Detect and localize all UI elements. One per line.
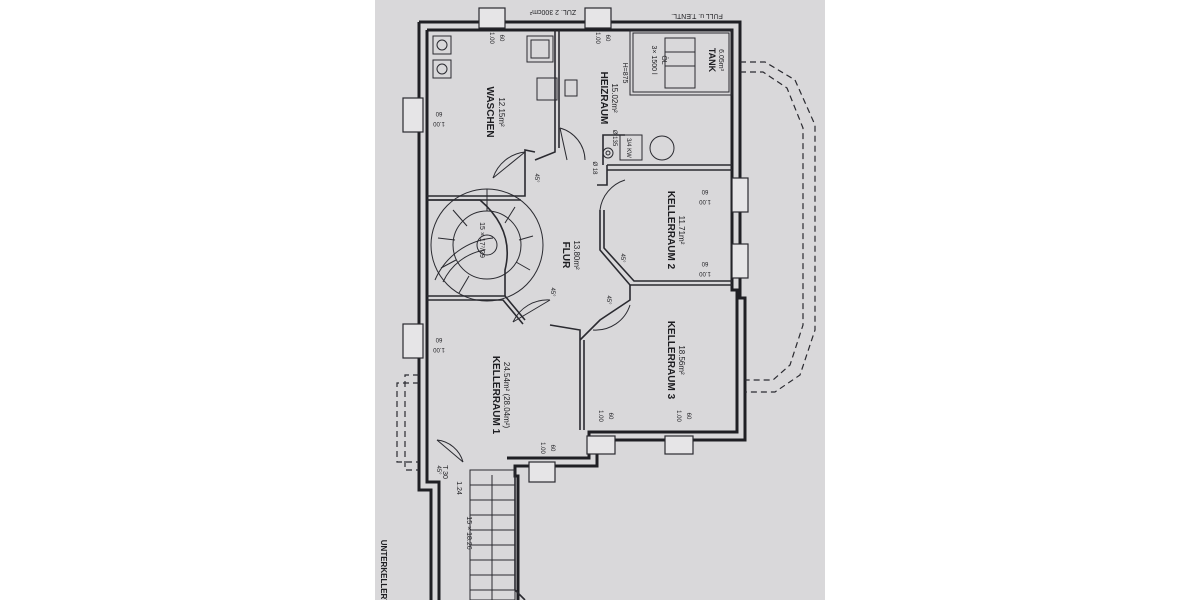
- note-bottom-edge: UNTERKELLERT: [379, 540, 388, 600]
- svg-text:H=875: H=875: [621, 63, 628, 84]
- window-dim-top-1: 1.00 60: [488, 32, 504, 44]
- bay-outline-left-inner: [396, 382, 419, 463]
- svg-text:60: 60: [701, 188, 708, 194]
- svg-text:TANK: TANK: [707, 48, 717, 73]
- svg-text:KELLERRAUM 3: KELLERRAUM 3: [665, 321, 676, 400]
- svg-text:HEIZRAUM: HEIZRAUM: [598, 72, 609, 125]
- door-angle-4: 45°: [619, 253, 625, 263]
- room-label-kellerraum-2: KELLERRAUM 2 11.71m²: [665, 191, 686, 270]
- svg-text:15.02m²: 15.02m²: [610, 83, 619, 113]
- svg-text:60: 60: [604, 35, 610, 42]
- svg-text:1.00: 1.00: [539, 442, 545, 454]
- spiral-staircase: [427, 188, 544, 302]
- note-pipe-1: Ø 135: [611, 130, 617, 147]
- doors: [436, 127, 631, 463]
- svg-text:1.00: 1.00: [597, 410, 603, 422]
- door-angle-5: 45°: [435, 465, 441, 475]
- svg-text:12.15m²: 12.15m²: [497, 97, 506, 127]
- window-dim-left-2: 60 1.00: [433, 336, 445, 352]
- svg-text:WASCHEN: WASCHEN: [484, 86, 495, 137]
- svg-text:1.00: 1.00: [433, 346, 445, 352]
- note-top-right: FULL u. T.ENTL.: [671, 12, 723, 19]
- window-dim-bottom-2: 1.00 60: [597, 410, 613, 422]
- note-pipe-2: Ø 18: [591, 161, 597, 175]
- svg-text:FULL u. T.ENTL.: FULL u. T.ENTL.: [671, 12, 723, 19]
- svg-text:60: 60: [498, 35, 504, 42]
- svg-text:60: 60: [435, 336, 442, 342]
- svg-text:1.00: 1.00: [675, 410, 681, 422]
- svg-text:KELLERRAUM 1: KELLERRAUM 1: [490, 356, 501, 435]
- floor-plan-sheet: WASCHEN 12.15m² HEIZRAUM 15.02m² H=875 F…: [375, 0, 825, 600]
- svg-text:FLUR: FLUR: [560, 242, 571, 269]
- interior-walls: [427, 30, 732, 430]
- window-dim-right-1: 60 1.00: [699, 188, 711, 204]
- svg-text:ÖL: ÖL: [660, 55, 668, 64]
- note-top-left: ZUL. 2 300cm²: [529, 8, 576, 15]
- svg-text:18.56m²: 18.56m²: [677, 345, 686, 375]
- note-stair-main: 15 × 17⁷/29: [478, 222, 485, 258]
- svg-text:45°: 45°: [533, 173, 539, 183]
- tank-label: TANK 6.05m³: [707, 48, 724, 73]
- side-staircase: [469, 469, 516, 600]
- svg-text:11.71m²: 11.71m²: [677, 216, 686, 245]
- svg-text:60: 60: [701, 260, 708, 266]
- room-label-heizraum: HEIZRAUM 15.02m² H=875: [598, 63, 628, 125]
- svg-text:1.24: 1.24: [455, 481, 462, 495]
- svg-text:3× 1500 l: 3× 1500 l: [650, 46, 657, 75]
- exterior-walls: [417, 20, 747, 600]
- svg-text:3/4 KW: 3/4 KW: [625, 138, 631, 158]
- room-label-flur: FLUR 13.80m²: [560, 240, 581, 270]
- svg-text:UNTERKELLERT: UNTERKELLERT: [379, 540, 388, 600]
- window-dim-right-2: 60 1.00: [699, 260, 711, 276]
- room-label-waschen: WASCHEN 12.15m²: [484, 86, 506, 137]
- svg-text:1.00: 1.00: [433, 120, 445, 126]
- svg-text:1.00: 1.00: [488, 32, 494, 44]
- svg-text:60: 60: [607, 413, 613, 420]
- svg-text:24.54m² (28.04m²): 24.54m² (28.04m²): [502, 362, 511, 429]
- window-dim-top-2: 1.00 60: [594, 32, 610, 44]
- svg-text:Ø 18: Ø 18: [591, 161, 597, 175]
- svg-text:KELLERRAUM 2: KELLERRAUM 2: [665, 191, 676, 270]
- bay-outline-right: [740, 61, 816, 393]
- svg-text:T 30: T 30: [441, 465, 448, 479]
- door-angle-3: 45°: [605, 295, 611, 305]
- svg-text:Ø 135: Ø 135: [611, 130, 617, 147]
- svg-text:1.00: 1.00: [699, 270, 711, 276]
- svg-text:1.00: 1.00: [594, 32, 600, 44]
- window-dim-bottom-3: 1.00 60: [675, 410, 691, 422]
- svg-text:6.05m³: 6.05m³: [717, 49, 724, 71]
- svg-text:ZUL. 2 300cm²: ZUL. 2 300cm²: [529, 8, 576, 15]
- floor-plan-drawing: WASCHEN 12.15m² HEIZRAUM 15.02m² H=875 F…: [379, 7, 816, 600]
- svg-text:45°: 45°: [549, 287, 555, 297]
- window-dim-left-1: 60 1.00: [433, 110, 445, 126]
- note-door-t30: T 30: [441, 465, 448, 479]
- window-dim-bottom-1: 1.00 60: [539, 442, 555, 454]
- door-angle-2: 45°: [549, 287, 555, 297]
- laundry-fixtures: [432, 35, 558, 101]
- svg-text:1.00: 1.00: [699, 198, 711, 204]
- tank-note: 3× 1500 l ÖL: [650, 46, 668, 75]
- svg-text:60: 60: [549, 445, 555, 452]
- note-boiler: 3/4 KW: [625, 138, 631, 158]
- note-stair-side: 15 × 18.26: [465, 516, 472, 549]
- svg-text:45°: 45°: [605, 295, 611, 305]
- bay-outline-left: [404, 374, 419, 471]
- note-door-124: 1.24: [455, 481, 462, 495]
- heating-fixtures: [564, 29, 733, 161]
- room-label-kellerraum-3: KELLERRAUM 3 18.56m²: [665, 321, 686, 400]
- door-angle-1: 45°: [533, 173, 539, 183]
- bay-outline-right-inner: [740, 71, 804, 381]
- svg-text:15 × 18.26: 15 × 18.26: [465, 516, 472, 549]
- room-label-kellerraum-1: KELLERRAUM 1 24.54m² (28.04m²): [490, 356, 511, 435]
- svg-text:45°: 45°: [435, 465, 441, 475]
- svg-text:15 × 17⁷/29: 15 × 17⁷/29: [478, 222, 485, 258]
- svg-text:13.80m²: 13.80m²: [572, 240, 581, 270]
- windows: [402, 7, 749, 483]
- svg-text:60: 60: [435, 110, 442, 116]
- svg-text:60: 60: [685, 413, 691, 420]
- svg-text:45°: 45°: [619, 253, 625, 263]
